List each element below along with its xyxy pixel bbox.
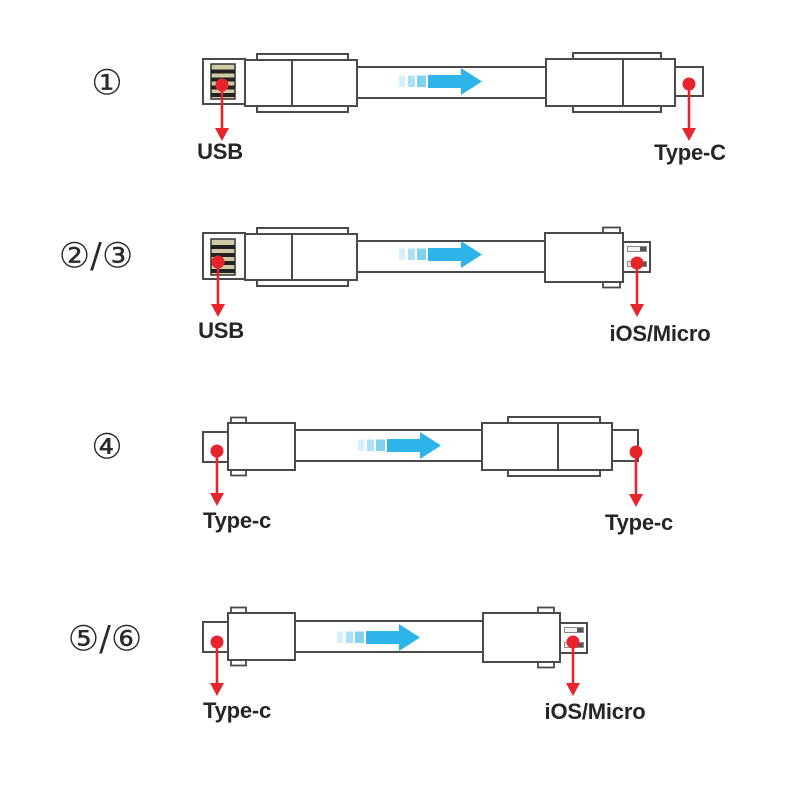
row-1-right-connector-label: Type-C [654, 140, 726, 165]
connector-housing [227, 606, 296, 667]
flow-arrow-icon [399, 68, 482, 95]
pointer-arrow-icon [210, 444, 224, 506]
connector-housing [227, 416, 296, 477]
pointer-arrow-icon [211, 255, 225, 317]
row-4-right-connector-label: iOS/Micro [544, 699, 646, 724]
usb-connector [202, 232, 246, 280]
cable-row-1 [202, 52, 704, 141]
flow-arrow-icon [358, 432, 441, 459]
row-1-left-connector-label: USB [197, 139, 243, 164]
cable-row-4 [202, 606, 588, 696]
connector-housing [481, 416, 613, 477]
connector-housing [244, 227, 358, 287]
row-3-number: ④ [91, 427, 123, 468]
connector-housing [482, 606, 561, 669]
pointer-arrow-icon [566, 635, 580, 696]
pointer-arrow-icon [682, 77, 696, 141]
connector-housing [545, 52, 676, 113]
pointer-arrow-icon [629, 445, 643, 507]
row-2-number: ②/③ [58, 236, 134, 277]
row-3-left-connector-label: Type-c [202, 508, 272, 533]
cable-row-3 [202, 416, 643, 507]
cable-row-2 [202, 226, 651, 317]
pointer-arrow-icon [630, 256, 644, 317]
row-2-left-connector-label: USB [198, 318, 244, 343]
connector-housing [244, 53, 358, 113]
row-4-number: ⑤/⑥ [67, 619, 143, 660]
row-4-left-connector-label: Type-c [202, 698, 272, 723]
flow-arrow-icon [337, 624, 420, 651]
row-2-right-connector-label: iOS/Micro [609, 321, 711, 346]
row-1-number: ① [91, 63, 123, 104]
pointer-arrow-icon [210, 635, 224, 696]
flow-arrow-icon [399, 241, 482, 268]
connector-housing [544, 226, 624, 289]
row-3-right-connector-label: Type-c [604, 510, 674, 535]
pointer-arrow-icon [215, 78, 229, 141]
